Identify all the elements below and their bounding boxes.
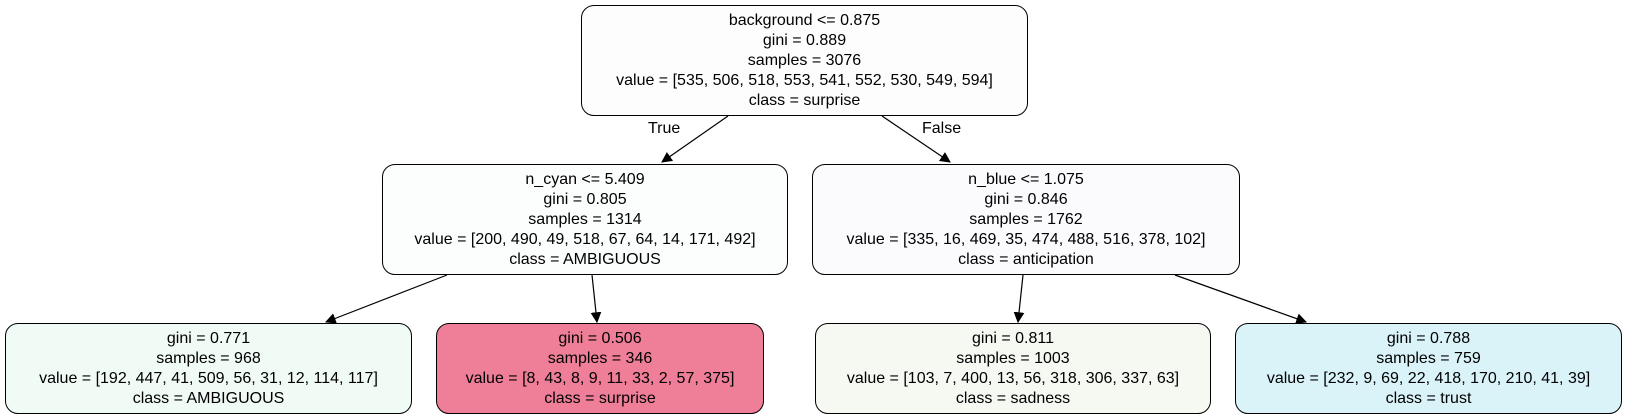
edge-root-right xyxy=(881,115,951,163)
leaf-right-right: gini = 0.788 samples = 759 value = [232,… xyxy=(1235,323,1622,414)
node-gini: gini = 0.506 xyxy=(558,329,642,347)
node-class: class = AMBIGUOUS xyxy=(509,250,661,268)
node-left: n_cyan <= 5.409 gini = 0.805 samples = 1… xyxy=(382,164,788,275)
node-split: background <= 0.875 xyxy=(728,11,881,29)
node-class: class = anticipation xyxy=(958,250,1094,268)
edge-right-leftleaf xyxy=(1013,274,1025,324)
node-samples: samples = 759 xyxy=(1376,349,1481,367)
edge-right-rightleaf xyxy=(1174,274,1308,324)
node-class: class = trust xyxy=(1385,389,1472,407)
node-samples: samples = 1762 xyxy=(969,210,1083,228)
node-samples: samples = 346 xyxy=(547,349,653,367)
node-gini: gini = 0.889 xyxy=(762,31,847,49)
node-gini: gini = 0.805 xyxy=(543,190,627,208)
leaf-left-right: gini = 0.506 samples = 346 value = [8, 4… xyxy=(436,323,764,414)
node-value: value = [103, 7, 400, 13, 56, 318, 306, … xyxy=(846,369,1180,387)
node-samples: samples = 3076 xyxy=(747,51,862,69)
node-class: class = sadness xyxy=(955,389,1071,407)
node-right: n_blue <= 1.075 gini = 0.846 samples = 1… xyxy=(812,164,1240,275)
node-value: value = [8, 43, 8, 9, 11, 33, 2, 57, 375… xyxy=(465,369,735,387)
node-gini: gini = 0.846 xyxy=(984,190,1068,208)
node-class: class = surprise xyxy=(544,389,656,407)
edge-left-leftleaf xyxy=(324,274,448,324)
node-gini: gini = 0.811 xyxy=(972,329,1054,347)
node-samples: samples = 968 xyxy=(156,349,261,367)
edge-label-true: True xyxy=(648,120,681,137)
node-class: class = AMBIGUOUS xyxy=(132,389,285,407)
node-class: class = surprise xyxy=(748,91,861,109)
edge-left-rightleaf xyxy=(590,274,602,324)
node-split: n_blue <= 1.075 xyxy=(968,170,1084,188)
leaf-right-left: gini = 0.811 samples = 1003 value = [103… xyxy=(815,323,1211,414)
node-value: value = [192, 447, 41, 509, 56, 31, 12, … xyxy=(39,369,378,387)
node-value: value = [535, 506, 518, 553, 541, 552, 5… xyxy=(616,71,993,89)
node-value: value = [232, 9, 69, 22, 418, 170, 210, … xyxy=(1266,369,1591,387)
node-value: value = [200, 490, 49, 518, 67, 64, 14, … xyxy=(414,230,756,248)
node-split: n_cyan <= 5.409 xyxy=(525,170,645,188)
node-value: value = [335, 16, 469, 35, 474, 488, 516… xyxy=(846,230,1206,248)
node-samples: samples = 1003 xyxy=(956,349,1070,367)
edge-root-left xyxy=(661,115,729,163)
node-root: background <= 0.875 gini = 0.889 samples… xyxy=(581,5,1028,116)
edge-label-false: False xyxy=(922,120,962,137)
leaf-left-left: gini = 0.771 samples = 968 value = [192,… xyxy=(5,323,412,414)
node-gini: gini = 0.771 xyxy=(166,329,251,347)
node-gini: gini = 0.788 xyxy=(1386,329,1471,347)
node-samples: samples = 1314 xyxy=(528,210,642,228)
